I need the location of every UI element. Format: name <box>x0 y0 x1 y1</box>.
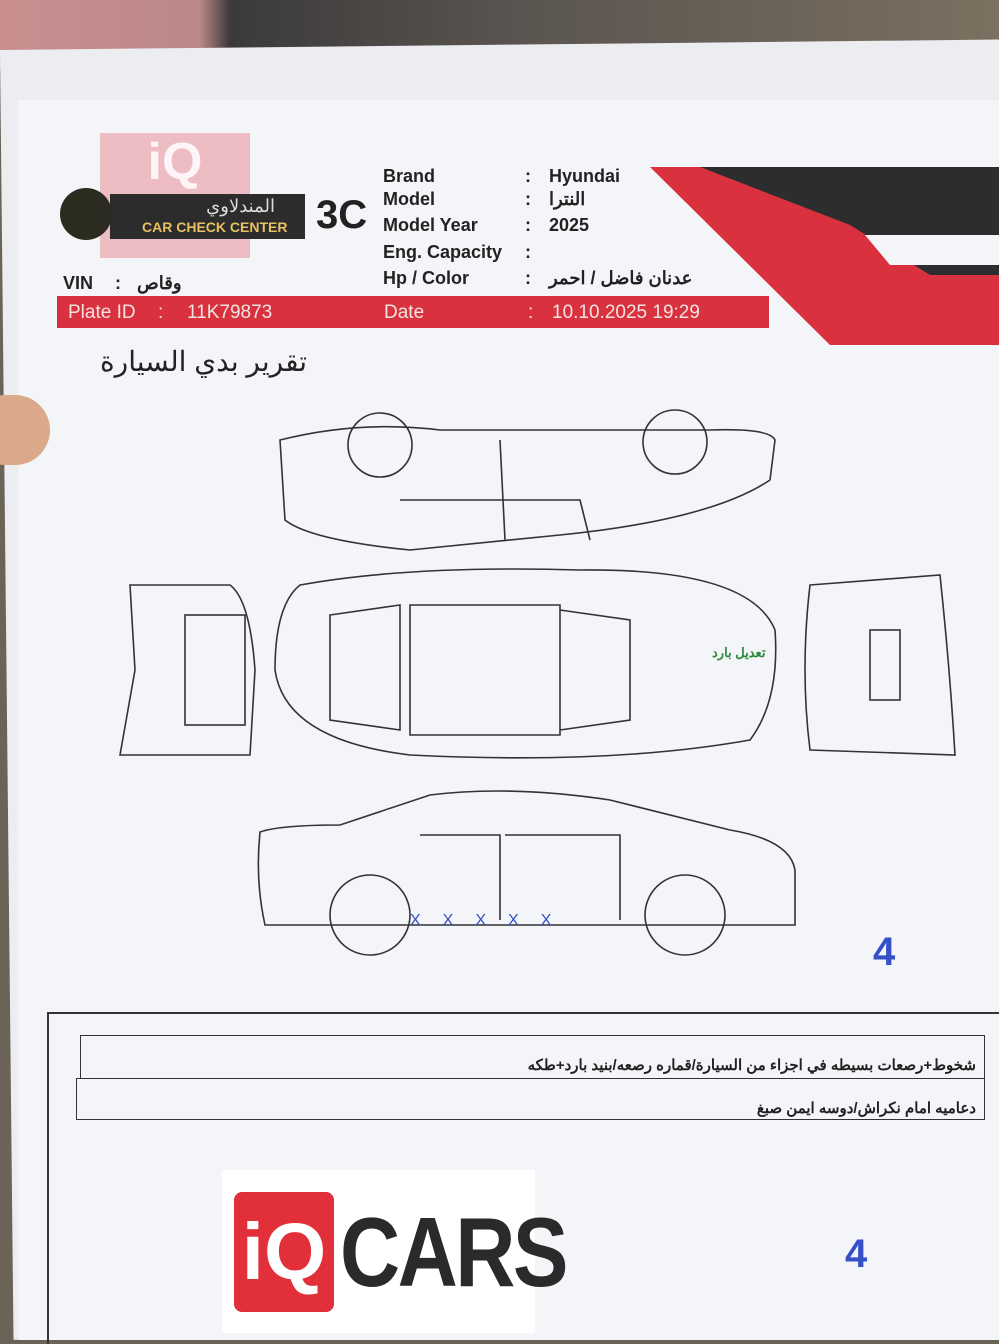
header-graphic <box>650 167 999 345</box>
iq-watermark-text: iQ <box>147 133 203 191</box>
model-year-value: 2025 <box>549 215 590 235</box>
damage-mark: X <box>475 912 509 929</box>
sep: : <box>528 302 534 323</box>
stamp-number: 4 <box>845 1232 868 1276</box>
car-body-diagram <box>119 409 956 956</box>
sep: : <box>525 242 531 262</box>
model-label: Model <box>383 189 435 209</box>
sep: : <box>525 166 531 186</box>
brand-value: Hyundai <box>549 166 621 186</box>
sep: : <box>525 189 531 209</box>
car-side-view <box>257 790 796 956</box>
date-value: 10.10.2025 19:29 <box>552 302 700 323</box>
model-value: النترا <box>549 189 586 209</box>
report-title: تقرير بدي السيارة <box>100 346 308 377</box>
date-label: Date <box>384 302 425 323</box>
hp-color-label: Hp / Color <box>383 268 469 288</box>
note-text: دعاميه امام نكراش/دوسه ايمن صبغ <box>756 1100 976 1117</box>
car-rear-view <box>119 584 256 756</box>
car-front-view <box>804 574 956 756</box>
plate-label: Plate ID <box>68 302 136 323</box>
sep: : <box>115 273 121 293</box>
logo-3c: 3C <box>316 193 368 237</box>
note-row: شخوط+رصعات بسيطه في اجزاء من السيارة/قما… <box>80 1035 985 1079</box>
note-row: دعاميه امام نكراش/دوسه ايمن صبغ <box>76 1078 985 1120</box>
damage-marks: XXXXX <box>410 912 573 930</box>
stamp-number: 4 <box>873 930 896 974</box>
note-text: شخوط+رصعات بسيطه في اجزاء من السيارة/قما… <box>527 1057 976 1074</box>
vin-value: وقاص <box>137 273 182 293</box>
sep: : <box>525 215 531 235</box>
center-seal-logo <box>60 188 112 240</box>
sep: : <box>525 268 531 288</box>
model-year-label: Model Year <box>383 215 478 235</box>
center-logo: المندلاوي CAR CHECK CENTER <box>110 194 305 239</box>
brand-label: Brand <box>383 166 436 186</box>
damage-mark: X <box>540 912 574 929</box>
damage-mark: X <box>508 912 541 929</box>
car-plan-view <box>274 568 777 759</box>
damage-mark: X <box>410 912 443 929</box>
logo-english: CAR CHECK CENTER <box>142 219 288 235</box>
iq-logo: iQ <box>234 1192 334 1312</box>
logo-arabic: المندلاوي <box>206 196 275 216</box>
eng-capacity-label: Eng. Capacity <box>383 242 503 262</box>
plate-date-band <box>57 296 769 328</box>
damage-mark: X <box>442 912 476 929</box>
notes-section <box>47 1012 999 1344</box>
iqcars-watermark: iQ CARS <box>222 1170 568 1333</box>
hp-color-value: عدنان فاضل / احمر <box>549 268 693 288</box>
plate-value: 11K79873 <box>187 302 273 323</box>
cars-logo-text: CARS <box>340 1197 568 1307</box>
sep: : <box>158 302 164 323</box>
car-top-view-flipped <box>279 409 776 551</box>
vin-label: VIN <box>63 273 94 293</box>
diagram-annotation: تعديل بارد <box>712 645 766 660</box>
